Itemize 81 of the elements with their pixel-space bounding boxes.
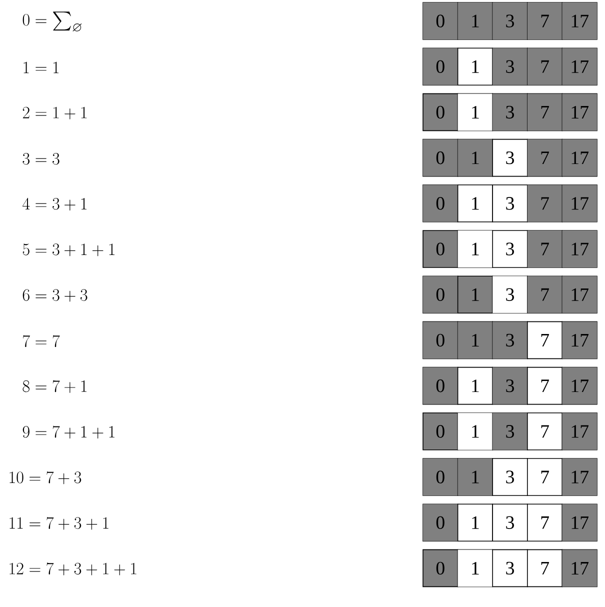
- dotted-cell: 1: [457, 412, 493, 450]
- hatched-cell: 1: [457, 458, 493, 496]
- shaded-cell: 0: [422, 549, 458, 588]
- hatched-cell: 3: [492, 412, 528, 450]
- shaded-cell: 0: [422, 412, 458, 450]
- number-cell: 3: [492, 458, 528, 496]
- hatched-cell: 0: [422, 48, 458, 86]
- equation: $10 = 7 + 3$: [10, 471, 82, 484]
- number-cell: 1: [457, 48, 493, 86]
- hatched-cell: 17: [562, 138, 598, 177]
- hatched-cell: 17: [562, 276, 598, 314]
- equation: $1 = 1$: [24, 62, 59, 74]
- number-cell: 7: [527, 458, 563, 496]
- hatched-cell: 7: [527, 230, 563, 268]
- hatched-cell: 7: [527, 48, 563, 86]
- number-cell: 3: [492, 138, 528, 177]
- number-cell: 1: [457, 504, 493, 542]
- hatched-cell: 0: [422, 138, 458, 177]
- node-label: 7: [541, 60, 549, 73]
- number-cell: 3: [492, 504, 528, 542]
- number-cell: 1: [457, 184, 493, 222]
- hatched-cell: 17: [562, 230, 598, 268]
- dotted-cell: 1: [457, 549, 493, 588]
- equation: $11 = 7 + 3 + 1$: [10, 516, 108, 530]
- equation: $6 = 3 + 3$: [22, 289, 88, 302]
- shaded-cell: 0: [422, 93, 458, 132]
- hatched-cell: 17: [562, 2, 598, 40]
- hatched-cell: 3: [492, 93, 528, 132]
- hatched-cell: 0: [422, 2, 458, 40]
- dotted-cell: 3: [492, 276, 528, 314]
- hatched-cell: 3: [492, 366, 528, 405]
- hatched-cell: 0: [422, 321, 458, 360]
- hatched-cell: 3: [492, 2, 528, 40]
- number-cell: 7: [527, 412, 563, 450]
- equation: $3 = 3$: [22, 152, 60, 165]
- hatched-cell: 3: [492, 48, 528, 86]
- equation: $9 = 7 + 1 + 1$: [22, 426, 114, 439]
- equation: $8 = 7 + 1$: [22, 380, 87, 393]
- node-label: 7: [541, 106, 549, 118]
- hatched-cell: 0: [422, 184, 458, 222]
- hatched-cell: 17: [562, 93, 598, 132]
- number-cell: 3: [492, 549, 528, 588]
- hatched-cell: 17: [562, 321, 598, 360]
- hatched-cell: 17: [562, 458, 598, 496]
- equation: $12 = 7 + 3 + 1 + 1$: [10, 562, 136, 576]
- dotted-cell: 1: [457, 93, 493, 132]
- hatched-cell: 17: [562, 366, 598, 405]
- number-cell: 7: [527, 366, 563, 405]
- hatched-cell: 1: [457, 321, 493, 360]
- number-cell: 1: [457, 366, 493, 405]
- hatched-cell: 7: [527, 276, 563, 314]
- hatched-cell: 7: [527, 138, 563, 177]
- hatched-cell: 17: [562, 412, 598, 450]
- equation: $5 = 3 + 1 + 1$: [22, 244, 114, 256]
- hatched-cell: 17: [562, 504, 598, 542]
- hatched-cell: 1: [457, 138, 493, 177]
- hatched-cell: 7: [527, 93, 563, 132]
- shaded-cell: 0: [422, 230, 458, 268]
- number-cell: 7: [527, 549, 563, 588]
- hatched-cell: 17: [562, 184, 598, 222]
- hatched-cell: 0: [422, 504, 458, 542]
- hatched-cell: 17: [562, 48, 598, 86]
- hatched-cell: 1: [457, 2, 493, 40]
- shaded-cell: 1: [457, 276, 493, 314]
- hatched-cell: 0: [422, 276, 458, 314]
- number-cell: 3: [492, 230, 528, 268]
- hatched-cell: 17: [562, 549, 598, 588]
- number-cell: 7: [527, 504, 563, 542]
- node-label: 7: [541, 14, 549, 28]
- equation: $7 = 7$: [23, 335, 60, 348]
- number-cell: 3: [492, 184, 528, 222]
- hatched-cell: 0: [422, 458, 458, 496]
- dotted-cell: 1: [457, 230, 493, 268]
- hatched-cell: 7: [527, 184, 563, 222]
- hatched-cell: 0: [422, 366, 458, 405]
- equation: $0 = \sum_{\varnothing}$: [22, 12, 82, 32]
- equation: $4 = 3 + 1$: [22, 198, 87, 211]
- hatched-cell: 3: [492, 321, 528, 360]
- equation: $2 = 1 + 1$: [22, 106, 87, 120]
- hatched-cell: 7: [527, 2, 563, 40]
- number-cell: 7: [527, 321, 563, 360]
